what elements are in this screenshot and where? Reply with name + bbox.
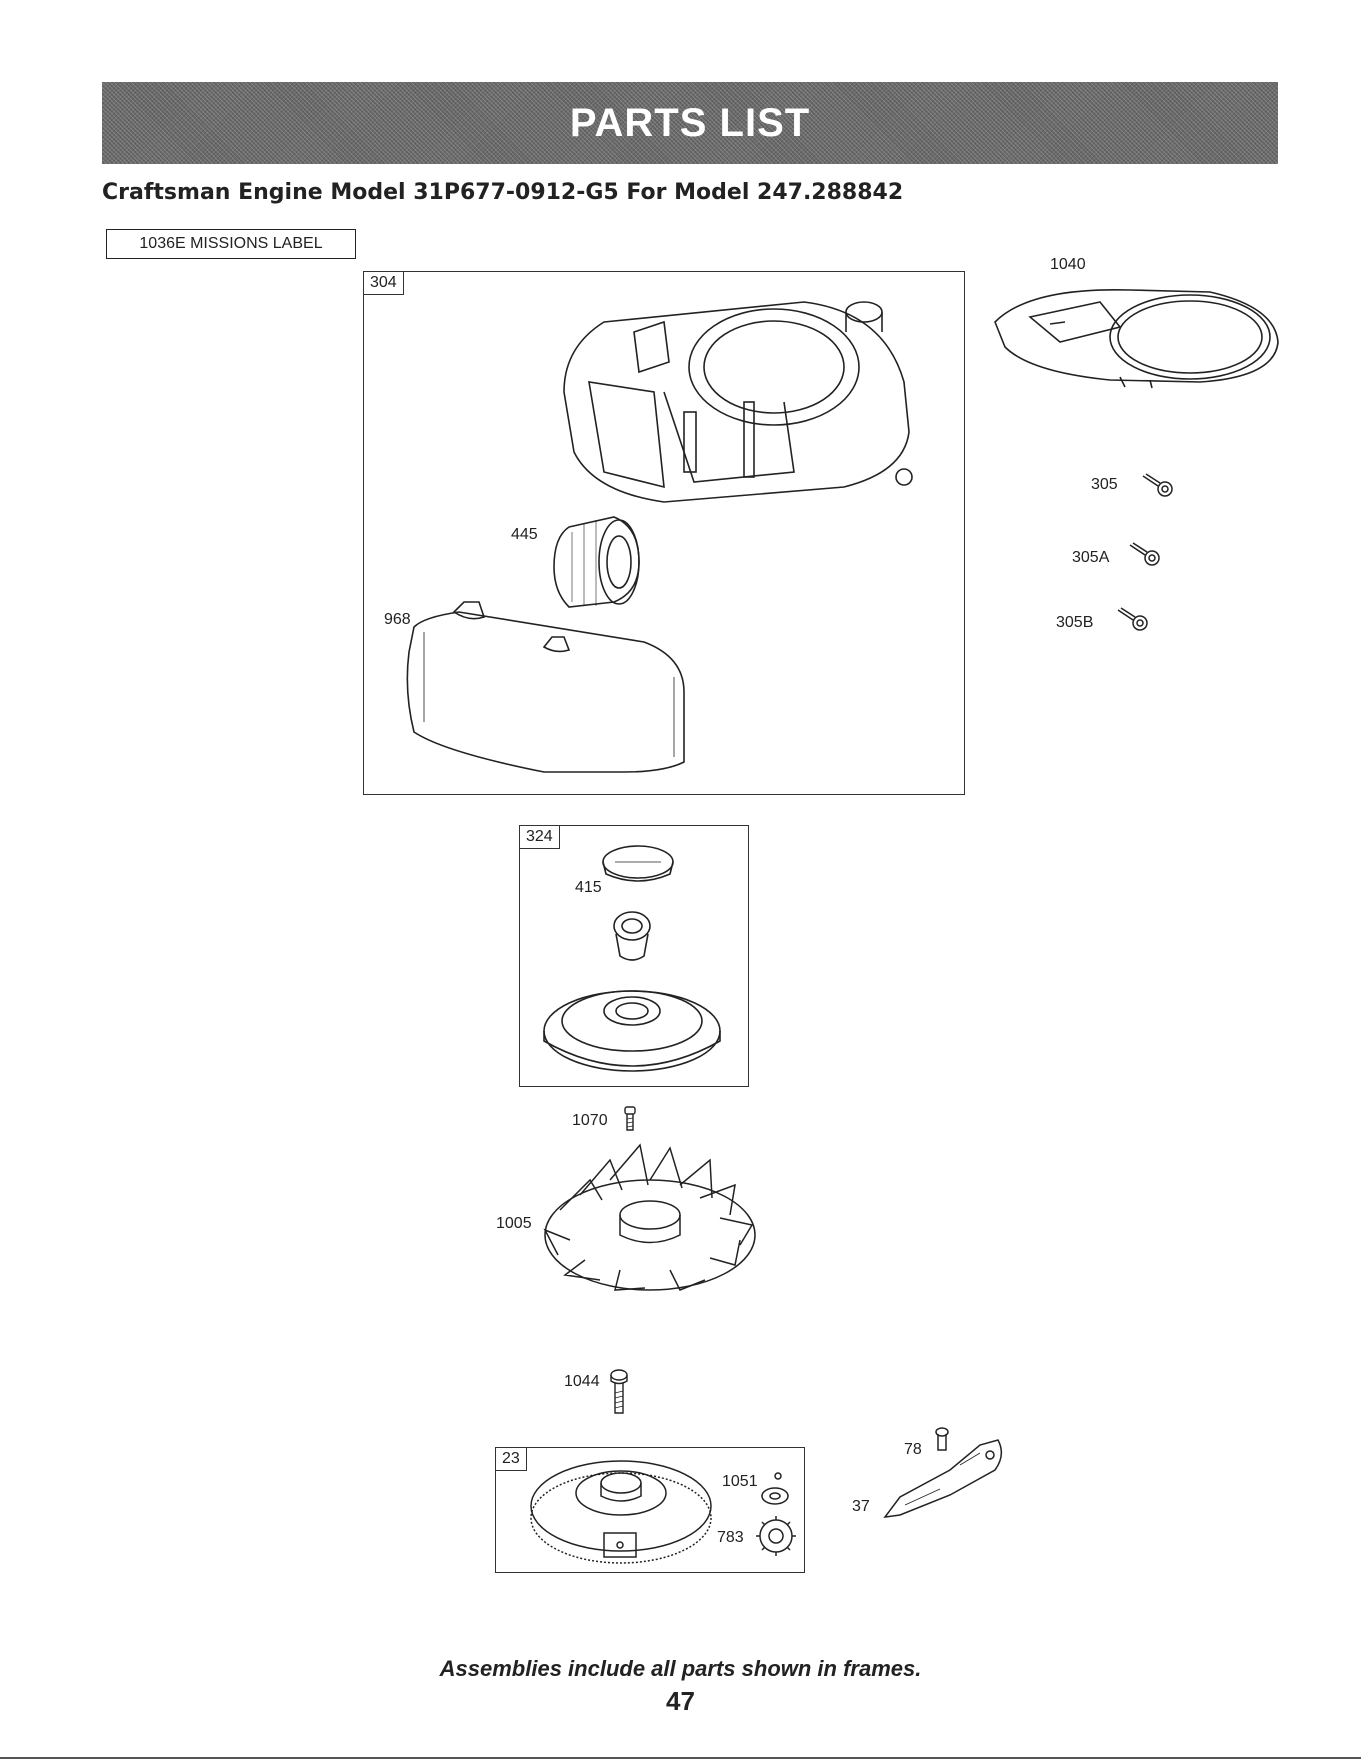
part-label-bracket: 37 [852,1498,870,1516]
shroud-drawing [990,282,1282,392]
part-label-gear: 783 [717,1529,744,1547]
part-label-shroud: 1040 [1050,256,1086,274]
part-label-cup: 415 [575,879,602,897]
part-label-bolt-top: 1070 [572,1112,608,1130]
title-banner: PARTS LIST [102,82,1278,164]
flywheel-drawing [496,1448,806,1574]
screw-c-icon [1115,606,1151,634]
rewind-starter-drawing [520,826,750,1088]
frame-blower-housing: 304 445 968 [363,271,965,795]
page-subtitle: Craftsman Engine Model 31P677-0912-G5 Fo… [102,180,903,205]
page-number: 47 [0,1686,1361,1717]
bracket-drawing [880,1425,1010,1525]
part-label-filter: 445 [511,526,538,544]
fan-drawing [540,1140,760,1295]
bolt-top-icon [623,1106,637,1132]
part-label-bolt-mid: 1044 [564,1373,600,1391]
missions-label-box: 1036E MISSIONS LABEL [106,229,356,259]
banner-title: PARTS LIST [570,101,810,146]
part-label-washer: 1051 [722,1473,758,1491]
bolt-mid-icon [609,1369,629,1415]
frame-flywheel: 23 1051 783 [495,1447,805,1573]
part-label-fan: 1005 [496,1215,532,1233]
screw-a-icon [1140,472,1176,500]
footer-note: Assemblies include all parts shown in fr… [0,1656,1361,1682]
part-label-cover: 968 [384,611,411,629]
part-label-screw-b: 305A [1072,549,1109,567]
part-label-screw-a: 305 [1091,476,1118,494]
part-label-screw-c: 305B [1056,614,1093,632]
frame-rewind-starter: 324 415 [519,825,749,1087]
blower-housing-drawing [364,272,966,796]
bottom-rule [0,1757,1361,1759]
screw-b-icon [1127,541,1163,569]
